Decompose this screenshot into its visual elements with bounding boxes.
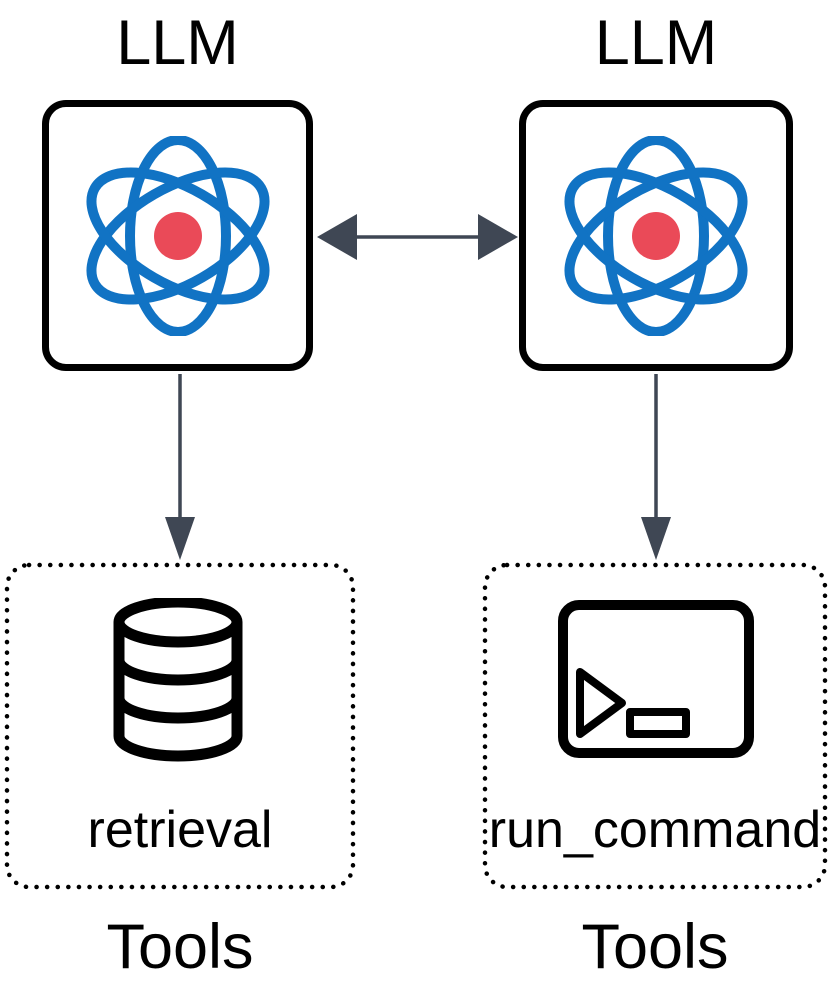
agent-label-right: LLM	[594, 8, 718, 78]
atom-icon	[556, 135, 756, 336]
bidirectional-arrow	[317, 214, 518, 260]
down-arrow-left	[165, 374, 195, 560]
tools-box-left	[4, 562, 356, 890]
atom-icon	[78, 135, 278, 336]
tool-name-retrieval: retrieval	[87, 801, 273, 859]
tools-group-label-left: Tools	[106, 912, 254, 982]
database-icon	[108, 598, 248, 762]
terminal-icon	[558, 600, 754, 758]
tool-name-run-command: run_command	[488, 801, 822, 859]
tools-box-right	[482, 562, 828, 890]
agent-box-right	[519, 100, 793, 371]
tools-group-label-right: Tools	[581, 912, 729, 982]
down-arrow-right	[641, 374, 671, 560]
agent-box-left	[42, 100, 313, 371]
agent-label-left: LLM	[116, 8, 239, 78]
